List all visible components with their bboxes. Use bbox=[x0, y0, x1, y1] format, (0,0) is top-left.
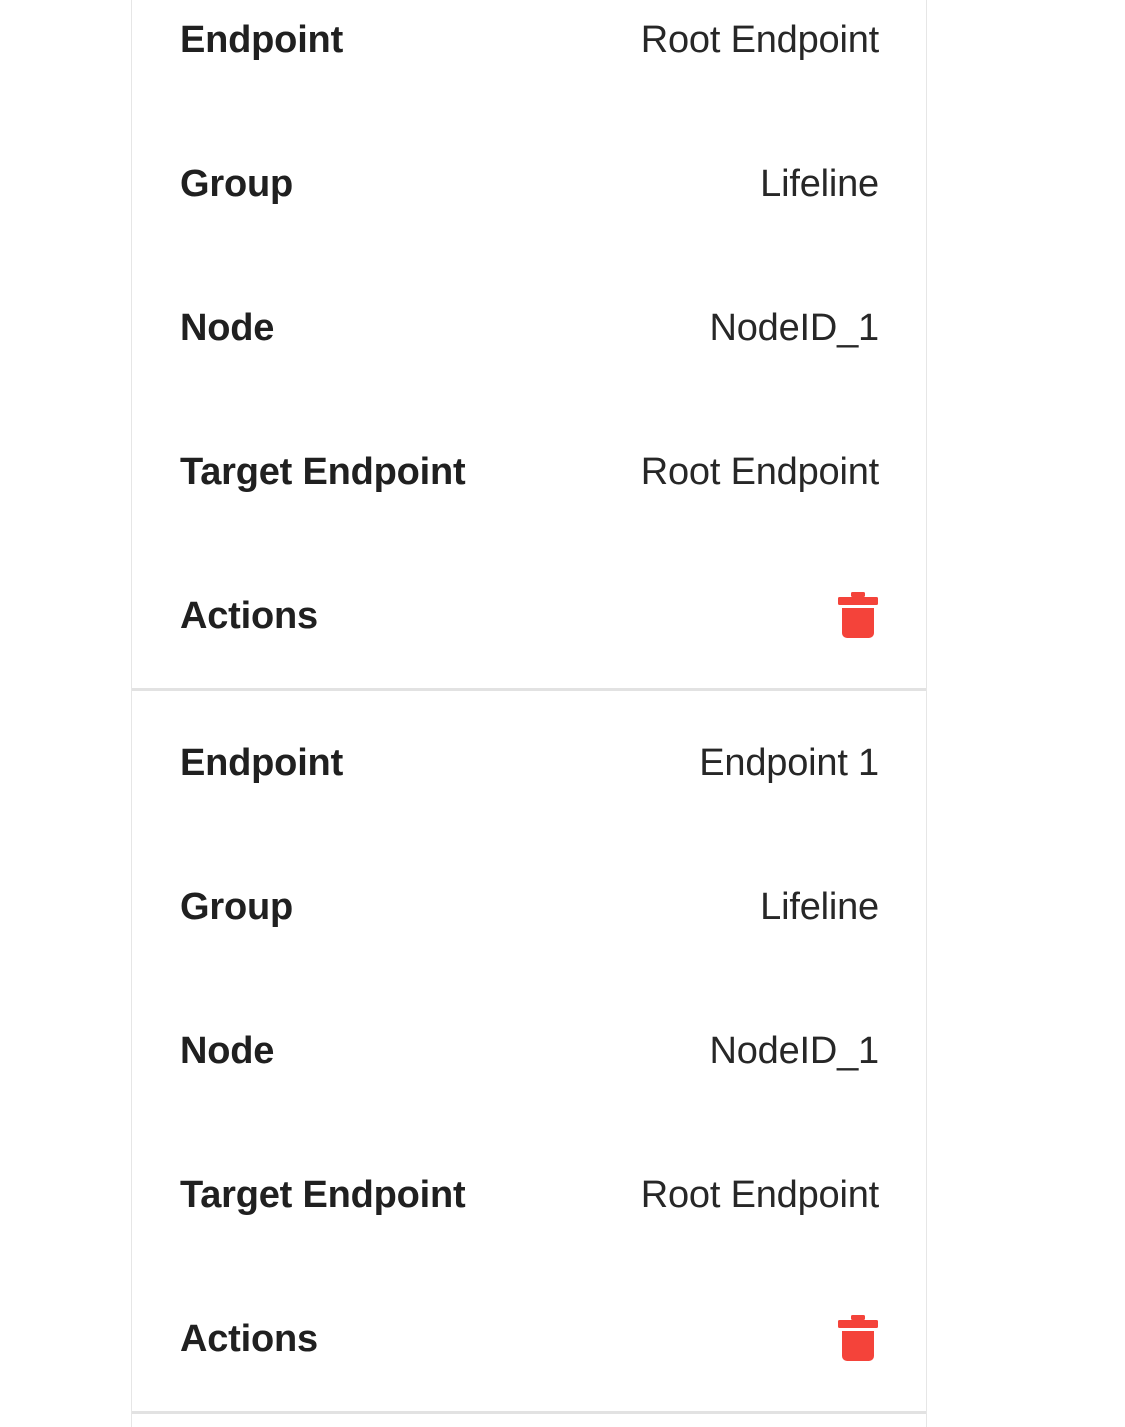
node-row-label: Node bbox=[180, 307, 275, 349]
endpoint-card: Endpoint Root Endpoint Group Lifeline No… bbox=[132, 0, 926, 691]
actions-row: Actions bbox=[132, 1267, 926, 1411]
endpoint-row-value: Endpoint 1 bbox=[699, 742, 879, 784]
trash-icon bbox=[837, 592, 879, 640]
endpoint-row-value: Root Endpoint bbox=[640, 19, 879, 61]
endpoint-card: Endpoint Endpoint 1 Group Lifeline Node … bbox=[132, 691, 926, 1414]
endpoint-row-label: Endpoint bbox=[180, 742, 344, 784]
actions-row-label: Actions bbox=[180, 595, 318, 637]
trash-icon bbox=[837, 1315, 879, 1363]
endpoint-row: Endpoint Endpoint 1 bbox=[132, 691, 926, 835]
actions-row: Actions bbox=[132, 544, 926, 688]
target-endpoint-row-label: Target Endpoint bbox=[180, 451, 466, 493]
target-endpoint-row-label: Target Endpoint bbox=[180, 1174, 466, 1216]
node-row: Node NodeID_1 bbox=[132, 979, 926, 1123]
group-row-value: Lifeline bbox=[760, 163, 879, 205]
node-row: Node NodeID_1 bbox=[132, 256, 926, 400]
node-row-label: Node bbox=[180, 1030, 275, 1072]
delete-endpoint-button[interactable] bbox=[837, 592, 879, 640]
endpoint-row-label: Endpoint bbox=[180, 19, 344, 61]
target-endpoint-row-value: Root Endpoint bbox=[640, 451, 879, 493]
group-row: Group Lifeline bbox=[132, 112, 926, 256]
target-endpoint-row: Target Endpoint Root Endpoint bbox=[132, 1123, 926, 1267]
endpoint-card-list[interactable]: Endpoint Root Endpoint Group Lifeline No… bbox=[131, 0, 927, 1427]
delete-endpoint-button[interactable] bbox=[837, 1315, 879, 1363]
target-endpoint-row: Target Endpoint Root Endpoint bbox=[132, 400, 926, 544]
group-row-label: Group bbox=[180, 163, 293, 205]
endpoint-card bbox=[132, 1414, 926, 1427]
group-row-value: Lifeline bbox=[760, 886, 879, 928]
group-row: Group Lifeline bbox=[132, 835, 926, 979]
group-row-label: Group bbox=[180, 886, 293, 928]
node-row-value: NodeID_1 bbox=[709, 307, 879, 349]
actions-row-label: Actions bbox=[180, 1318, 318, 1360]
target-endpoint-row-value: Root Endpoint bbox=[640, 1174, 879, 1216]
endpoint-row: Endpoint Root Endpoint bbox=[132, 0, 926, 112]
endpoint-row bbox=[132, 1414, 926, 1427]
node-row-value: NodeID_1 bbox=[709, 1030, 879, 1072]
